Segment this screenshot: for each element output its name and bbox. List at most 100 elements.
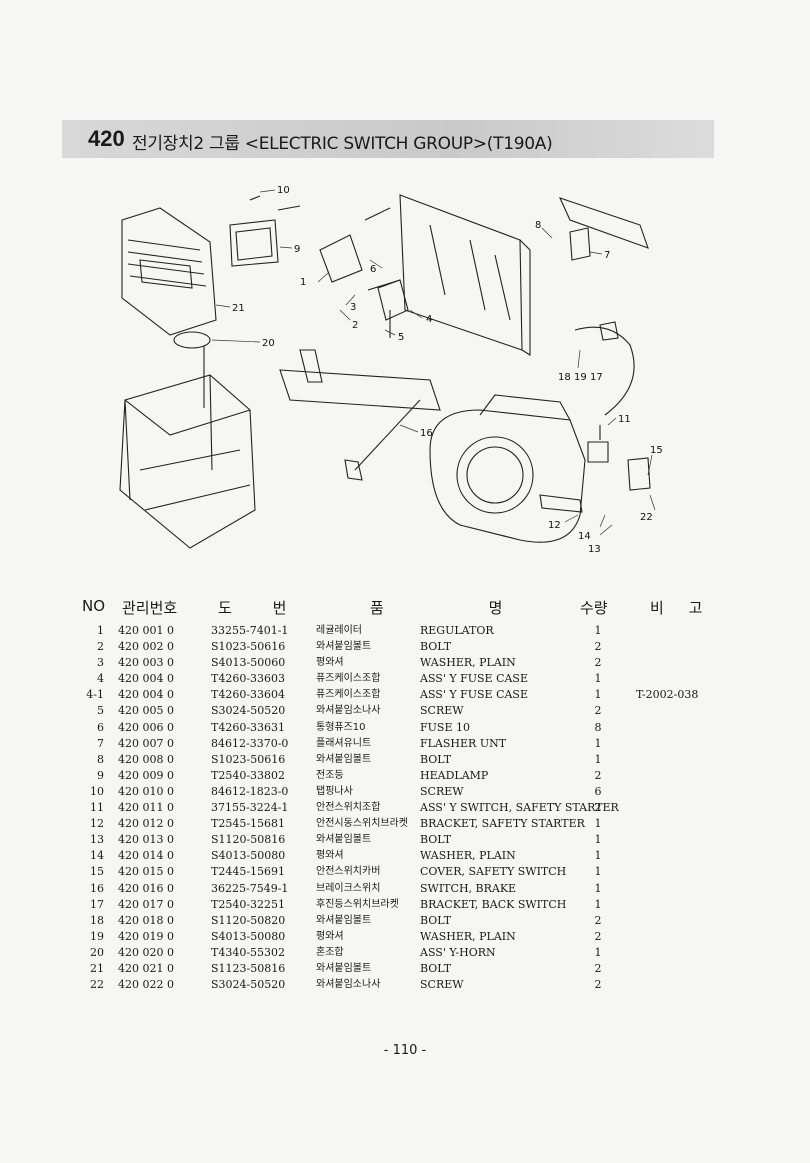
row-drawing-no: S4013-50080 bbox=[211, 849, 286, 863]
callout-6: 6 bbox=[370, 264, 376, 275]
row-english-name: ASS' Y SWITCH, SAFETY STARTER bbox=[420, 801, 619, 815]
row-qty: 2 bbox=[594, 801, 602, 815]
row-drawing-no: S3024-50520 bbox=[211, 978, 286, 992]
row-no: 3 bbox=[97, 656, 104, 670]
row-qty: 2 bbox=[594, 656, 602, 670]
parts-table-header: NO 관리번호 도 번 품 명 수량 비 고 bbox=[80, 597, 730, 619]
row-no: 11 bbox=[90, 801, 104, 815]
col-management-no: 관리번호 bbox=[122, 599, 178, 617]
callout-10: 10 bbox=[277, 185, 290, 196]
row-korean-name: 후진등스위치브라켓 bbox=[316, 898, 399, 910]
row-korean-name: 평와셔 bbox=[316, 930, 344, 942]
section-header: 420 전기장치2 그룹 <ELECTRIC SWITCH GROUP>(T19… bbox=[62, 120, 714, 158]
row-qty: 2 bbox=[594, 768, 602, 782]
row-korean-name: 탭핑나사 bbox=[316, 785, 353, 797]
row-qty: 1 bbox=[594, 688, 602, 702]
row-english-name: BOLT bbox=[420, 833, 452, 847]
row-korean-name: 와셔붙임볼트 bbox=[316, 641, 372, 653]
row-korean-name: 안전시동스위치브라켓 bbox=[316, 818, 408, 830]
row-management-no: 420 008 0 bbox=[118, 752, 174, 766]
row-korean-name: 통형퓨즈10 bbox=[316, 721, 366, 733]
row-qty: 1 bbox=[594, 881, 602, 895]
row-no: 20 bbox=[90, 945, 104, 959]
row-management-no: 420 020 0 bbox=[118, 945, 174, 959]
row-no: 4 bbox=[97, 672, 104, 686]
row-english-name: ASS' Y FUSE CASE bbox=[420, 672, 528, 686]
row-korean-name: 와셔붙임소나사 bbox=[316, 705, 381, 717]
row-management-no: 420 022 0 bbox=[118, 978, 174, 992]
row-english-name: SCREW bbox=[420, 978, 464, 992]
row-no: 14 bbox=[90, 849, 104, 863]
headlamp-drawing bbox=[229, 195, 301, 267]
regulator-bracket-drawing bbox=[319, 207, 409, 338]
col-drawing-no: 도 번 bbox=[218, 599, 305, 617]
row-english-name: ASS' Y-HORN bbox=[420, 945, 496, 959]
row-management-no: 420 018 0 bbox=[118, 913, 174, 927]
row-korean-name: 혼조합 bbox=[316, 946, 344, 958]
row-english-name: BOLT bbox=[420, 913, 452, 927]
row-english-name: FLASHER UNT bbox=[420, 736, 507, 750]
row-qty: 2 bbox=[594, 929, 602, 943]
row-drawing-no: T2540-32251 bbox=[211, 897, 286, 911]
row-korean-name: 와셔붙임볼트 bbox=[316, 834, 372, 846]
callout-14: 14 bbox=[578, 531, 591, 542]
row-english-name: BOLT bbox=[420, 961, 452, 975]
brake-linkage-drawing bbox=[279, 349, 441, 481]
row-management-no: 420 001 0 bbox=[118, 624, 174, 637]
row-drawing-no: S1023-50616 bbox=[211, 640, 286, 654]
row-no: 6 bbox=[97, 720, 104, 734]
row-no: 15 bbox=[90, 865, 104, 879]
row-korean-name: 안전스위치조합 bbox=[316, 802, 381, 814]
row-korean-name: 평와셔 bbox=[316, 657, 344, 669]
section-title: 전기장치2 그룹 <ELECTRIC SWITCH GROUP>(T190A) bbox=[132, 134, 553, 154]
row-no: 8 bbox=[97, 752, 104, 766]
row-management-no: 420 003 0 bbox=[118, 656, 174, 670]
row-qty: 2 bbox=[594, 704, 602, 718]
row-management-no: 420 009 0 bbox=[118, 768, 174, 782]
callout-4: 4 bbox=[426, 314, 432, 325]
row-english-name: HEADLAMP bbox=[420, 768, 489, 782]
row-drawing-no: 84612-3370-0 bbox=[211, 736, 289, 750]
callout-13: 13 bbox=[588, 544, 601, 555]
row-management-no: 420 014 0 bbox=[118, 849, 174, 863]
flasher-bracket-drawing bbox=[558, 197, 649, 261]
callout-3: 3 bbox=[350, 302, 356, 313]
row-no: 4-1 bbox=[86, 688, 104, 702]
row-no: 13 bbox=[90, 833, 104, 847]
callout-11: 11 bbox=[618, 414, 631, 425]
callout-7: 7 bbox=[604, 250, 610, 261]
row-no: 12 bbox=[90, 817, 104, 831]
row-english-name: SCREW bbox=[420, 784, 464, 798]
row-qty: 1 bbox=[594, 817, 602, 831]
callout-18: 18 bbox=[558, 372, 571, 383]
row-drawing-no: S1120-50820 bbox=[211, 913, 286, 927]
row-no: 17 bbox=[90, 897, 104, 911]
col-qty: 수량 bbox=[580, 599, 608, 617]
row-drawing-no: S4013-50060 bbox=[211, 656, 286, 670]
row-qty: 8 bbox=[594, 720, 602, 734]
row-drawing-no: S1120-50816 bbox=[211, 833, 286, 847]
row-english-name: WASHER, PLAIN bbox=[420, 849, 516, 863]
row-korean-name: 퓨즈케이스조합 bbox=[316, 673, 381, 685]
row-drawing-no: S4013-50080 bbox=[211, 929, 286, 943]
row-management-no: 420 011 0 bbox=[118, 801, 174, 815]
row-korean-name: 안전스위치카버 bbox=[316, 866, 381, 878]
row-management-no: 420 017 0 bbox=[118, 897, 174, 911]
row-english-name: FUSE 10 bbox=[420, 720, 470, 734]
row-qty: 2 bbox=[594, 640, 602, 654]
callout-19: 19 bbox=[574, 372, 587, 383]
row-drawing-no: 84612-1823-0 bbox=[211, 784, 289, 798]
parts-diagram: 10 9 21 20 1 3 2 6 4 5 8 7 16 18 19 17 1… bbox=[119, 185, 663, 555]
row-drawing-no: T2540-33802 bbox=[211, 768, 286, 782]
row-management-no: 420 004 0 bbox=[118, 688, 174, 702]
callout-9: 9 bbox=[294, 244, 300, 255]
